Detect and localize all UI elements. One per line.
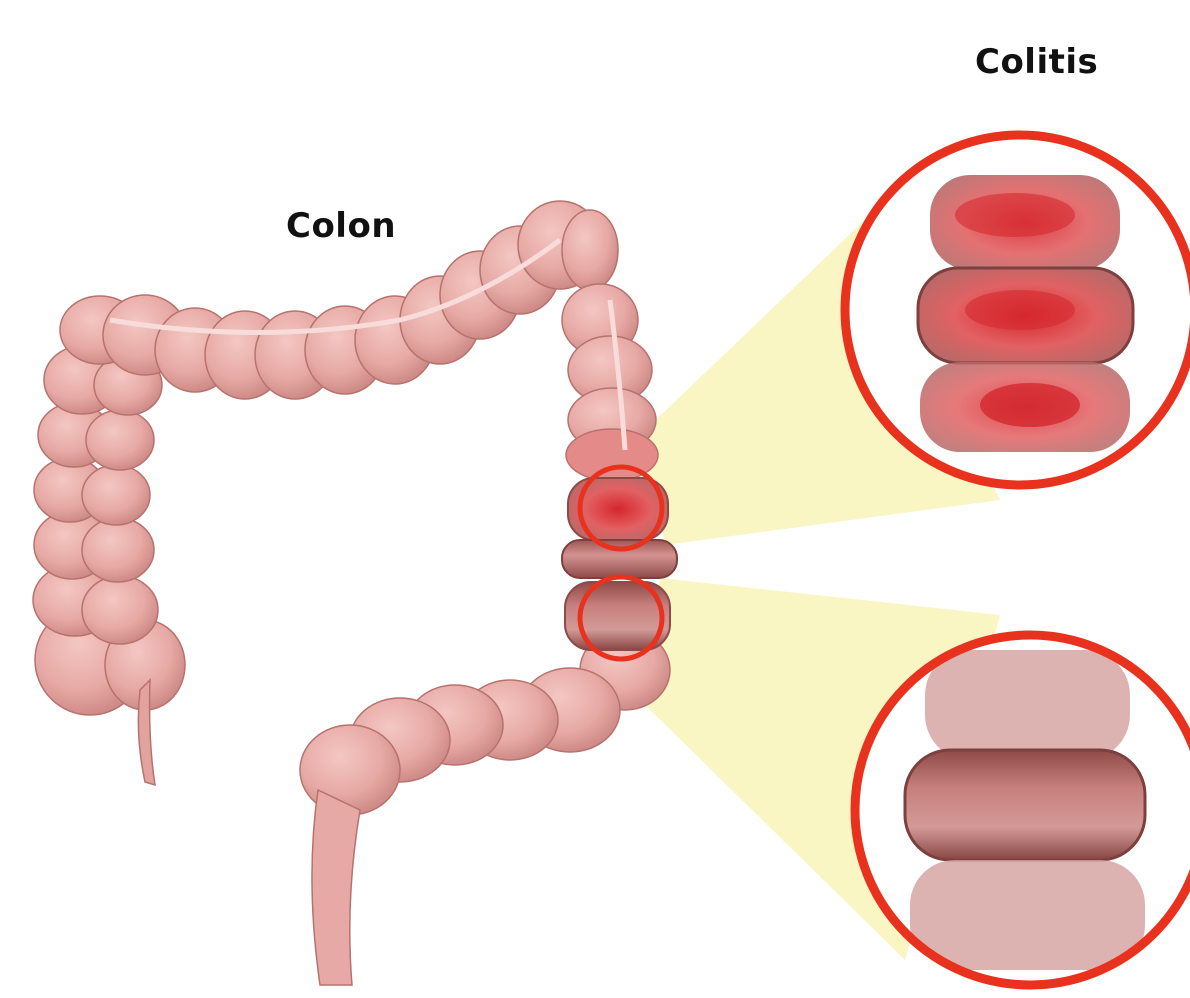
healthy-segment-magnified bbox=[855, 635, 1190, 985]
cutaway-middle-band bbox=[562, 540, 677, 578]
sigmoid-colon bbox=[300, 630, 670, 985]
inflamed-segment-magnified bbox=[845, 135, 1190, 485]
colitis-label: Colitis bbox=[975, 42, 1098, 82]
colon-label: Colon bbox=[286, 206, 396, 246]
descending-colon bbox=[562, 284, 658, 481]
